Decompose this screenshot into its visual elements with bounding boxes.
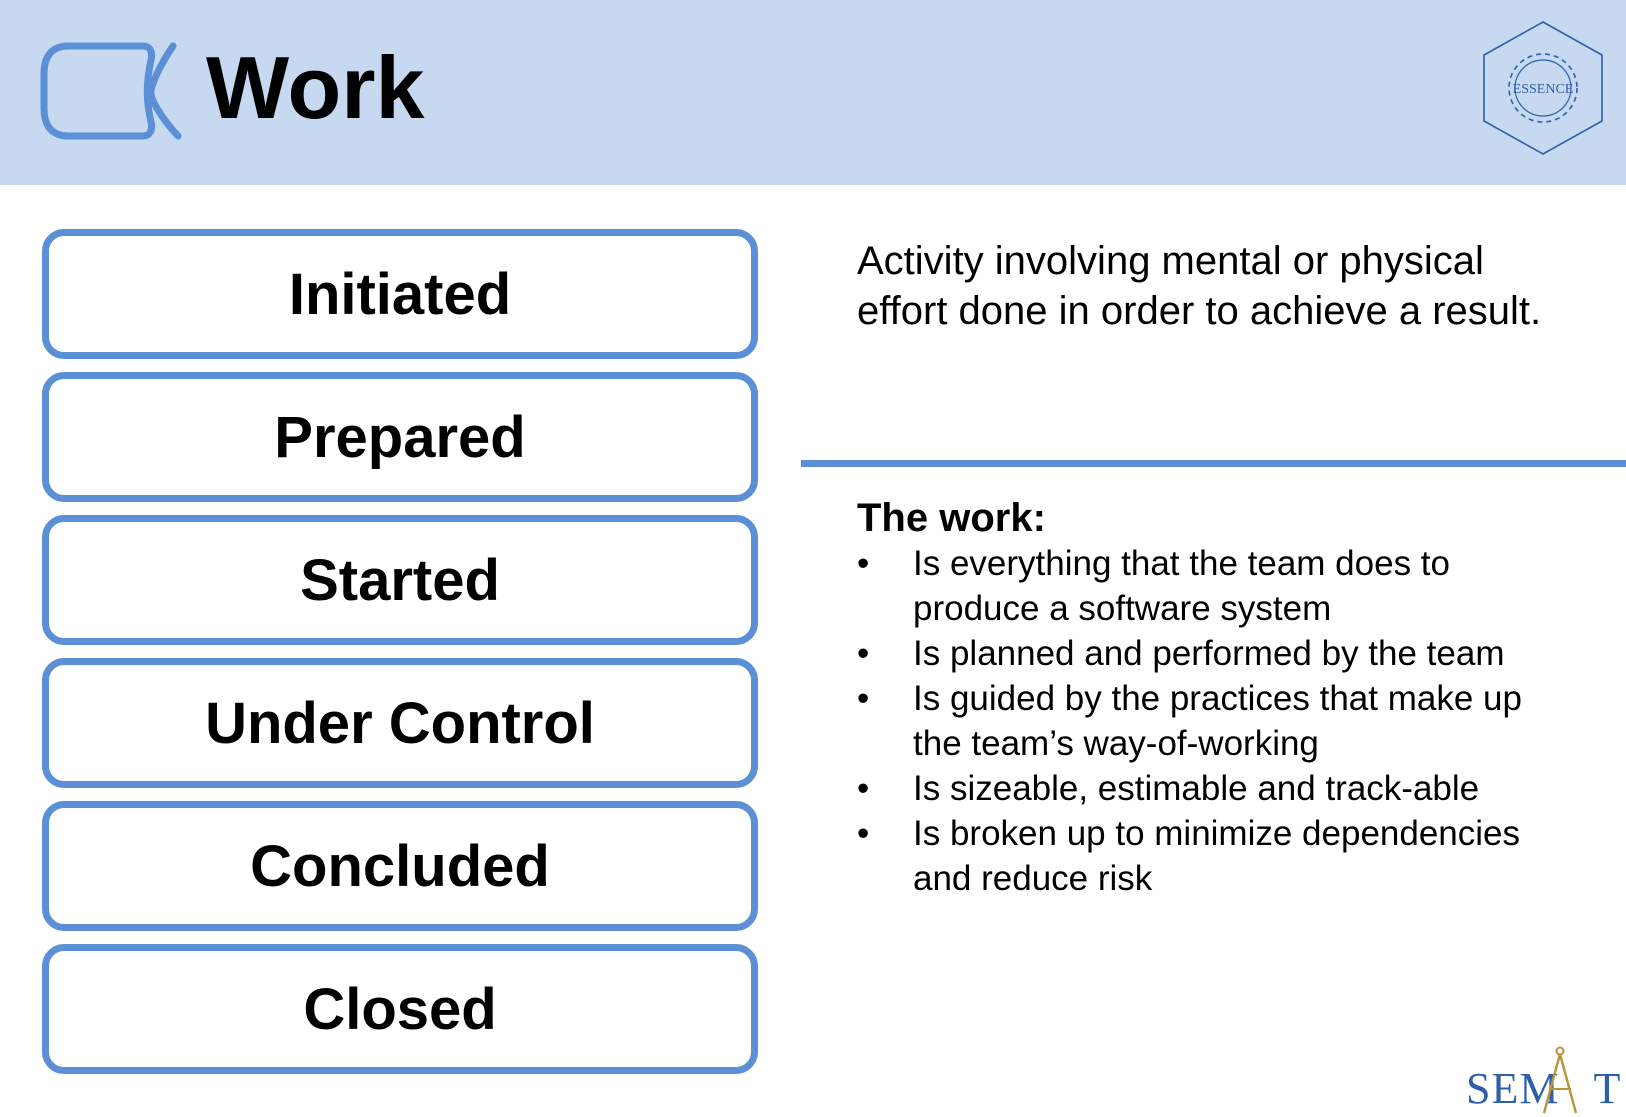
details-bullet-list: • Is everything that the team does to pr…: [857, 541, 1617, 901]
bullet-line: Is everything that the team does to: [913, 544, 1450, 583]
alpha-symbol-icon: [40, 42, 182, 140]
state-card-started: Started: [42, 515, 758, 645]
list-item: • Is guided by the practices that make u…: [857, 676, 1617, 766]
definition-line-1: Activity involving mental or physical: [857, 239, 1484, 283]
details-heading: The work:: [857, 496, 1046, 540]
essence-logo-icon: ESSENCE: [1483, 21, 1603, 155]
bullet-line: Is sizeable, estimable and track-able: [913, 769, 1480, 808]
bullet-line: Is guided by the practices that make up: [913, 679, 1522, 718]
semat-logo-text-right: T: [1593, 1064, 1622, 1113]
bullet-icon: •: [857, 634, 870, 673]
state-card-initiated: Initiated: [42, 229, 758, 359]
bullet-line: the team’s way-of-working: [913, 724, 1319, 763]
bullet-icon: •: [857, 544, 870, 583]
bullet-line: and reduce risk: [913, 859, 1153, 898]
semat-logo-text: SEM T: [1466, 1065, 1621, 1113]
semat-logo-text-left: SEM: [1466, 1064, 1560, 1113]
state-card-concluded: Concluded: [42, 801, 758, 931]
alpha-details: The work: • Is everything that the team …: [857, 495, 1617, 901]
page-title: Work: [206, 38, 425, 137]
bullet-line: produce a software system: [913, 589, 1332, 628]
bullet-line: Is broken up to minimize dependencies: [913, 814, 1521, 853]
bullet-icon: •: [857, 679, 870, 718]
list-item: • Is everything that the team does to pr…: [857, 541, 1617, 631]
semat-logo: SEM T: [1466, 1045, 1626, 1117]
state-card-prepared: Prepared: [42, 372, 758, 502]
state-card-closed: Closed: [42, 944, 758, 1074]
compass-icon: [1542, 1046, 1578, 1114]
state-card-under-control: Under Control: [42, 658, 758, 788]
alpha-definition: Activity involving mental or physical ef…: [857, 236, 1617, 336]
bullet-icon: •: [857, 769, 870, 808]
list-item: • Is broken up to minimize dependencies …: [857, 811, 1617, 901]
essence-logo-text: ESSENCE: [1513, 82, 1574, 97]
definition-line-2: effort done in order to achieve a result…: [857, 289, 1542, 333]
bullet-line: Is planned and performed by the team: [913, 634, 1505, 673]
list-item: • Is planned and performed by the team: [857, 631, 1617, 676]
list-item: • Is sizeable, estimable and track-able: [857, 766, 1617, 811]
state-list: Initiated Prepared Started Under Control…: [42, 229, 758, 1087]
bullet-icon: •: [857, 814, 870, 853]
section-divider: [801, 460, 1626, 467]
header-banner: Work ESSENCE: [0, 0, 1626, 185]
